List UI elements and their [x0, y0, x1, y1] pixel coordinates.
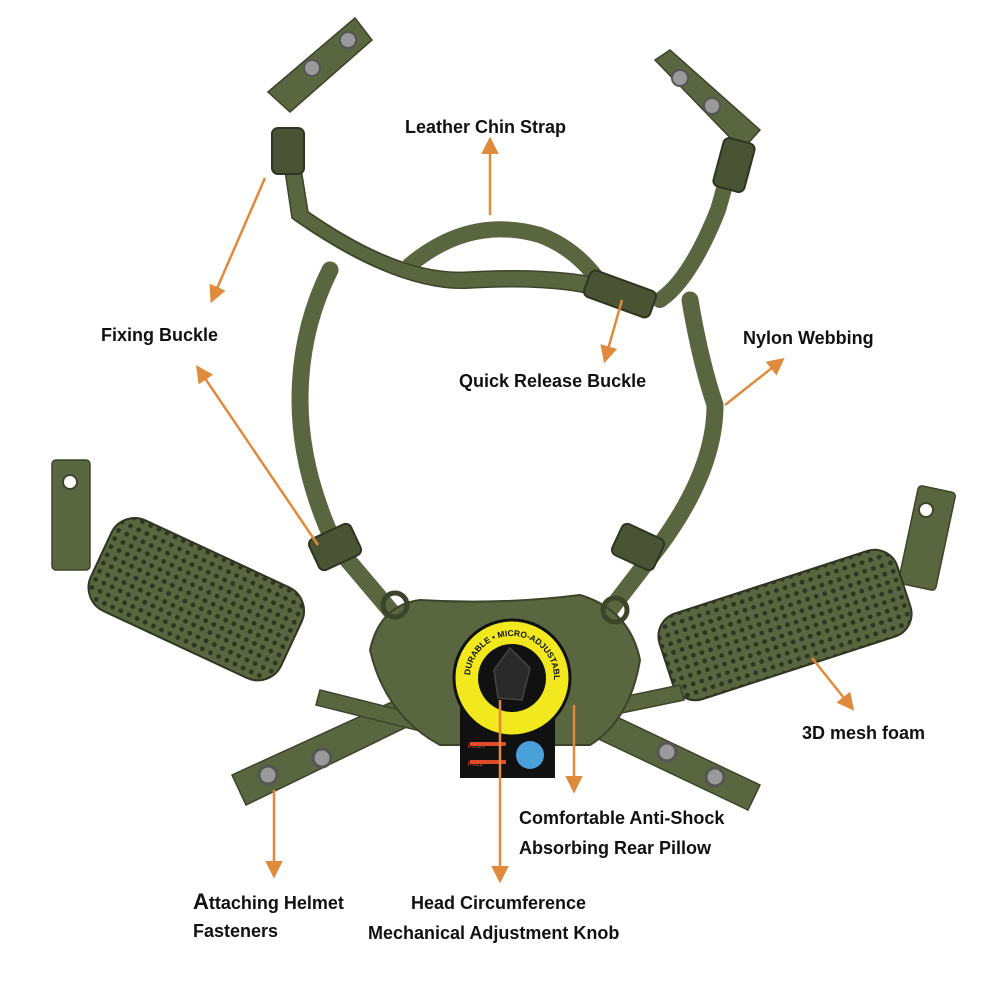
knob-push-text: PUSH [468, 744, 485, 750]
label-rear-pillow-line1: Comfortable Anti-Shock [519, 808, 725, 828]
label-attaching-rest: ttaching Helmet [208, 893, 344, 913]
knob-pull-text: PULL [468, 762, 484, 768]
side-release-buckle-icon [271, 127, 305, 175]
top-left-tab [266, 16, 374, 175]
arrow-fixing-buckle-top [209, 177, 267, 304]
label-fixing-buckle: Fixing Buckle [101, 325, 219, 345]
left-fixing-buckle [307, 522, 363, 572]
chin-strap-webbing [282, 142, 743, 308]
label-3d-mesh-foam: 3D mesh foam [802, 723, 926, 743]
arrow-nylon-webbing [724, 357, 785, 406]
arrow-mesh-foam [811, 657, 855, 711]
right-fixing-buckle [610, 522, 666, 572]
top-right-tab [653, 49, 762, 193]
arrow-quick-release-buckle [600, 299, 624, 364]
arrow-fixing-buckle-side [196, 365, 320, 546]
callout-arrows [196, 136, 855, 884]
label-attaching-initial: A [193, 889, 209, 914]
label-rear-pillow-line2: Absorbing Rear Pillow [519, 838, 712, 858]
metal-grommet-icon [303, 59, 321, 77]
label-nylon-webbing: Nylon Webbing [743, 328, 874, 348]
label-head-circumference: Head Circumference [411, 893, 587, 913]
left-mesh-pad [87, 517, 306, 682]
left-side-tab [51, 459, 91, 571]
right-mesh-pad [657, 548, 913, 702]
nylon-webbing-straps [291, 261, 724, 619]
label-attaching-helmet: Attaching Helmet [193, 887, 344, 918]
chin-strap-edges [281, 149, 616, 299]
label-mechanical-adjustment-knob: Mechanical Adjustment Knob [368, 923, 620, 943]
label-leather-chin-strap: Leather Chin Strap [405, 117, 567, 137]
quick-release-buckle-shape [583, 269, 657, 319]
label-quick-release-buckle: Quick Release Buckle [459, 371, 647, 391]
label-fasteners: Fasteners [193, 921, 279, 941]
right-side-tab [898, 485, 956, 591]
